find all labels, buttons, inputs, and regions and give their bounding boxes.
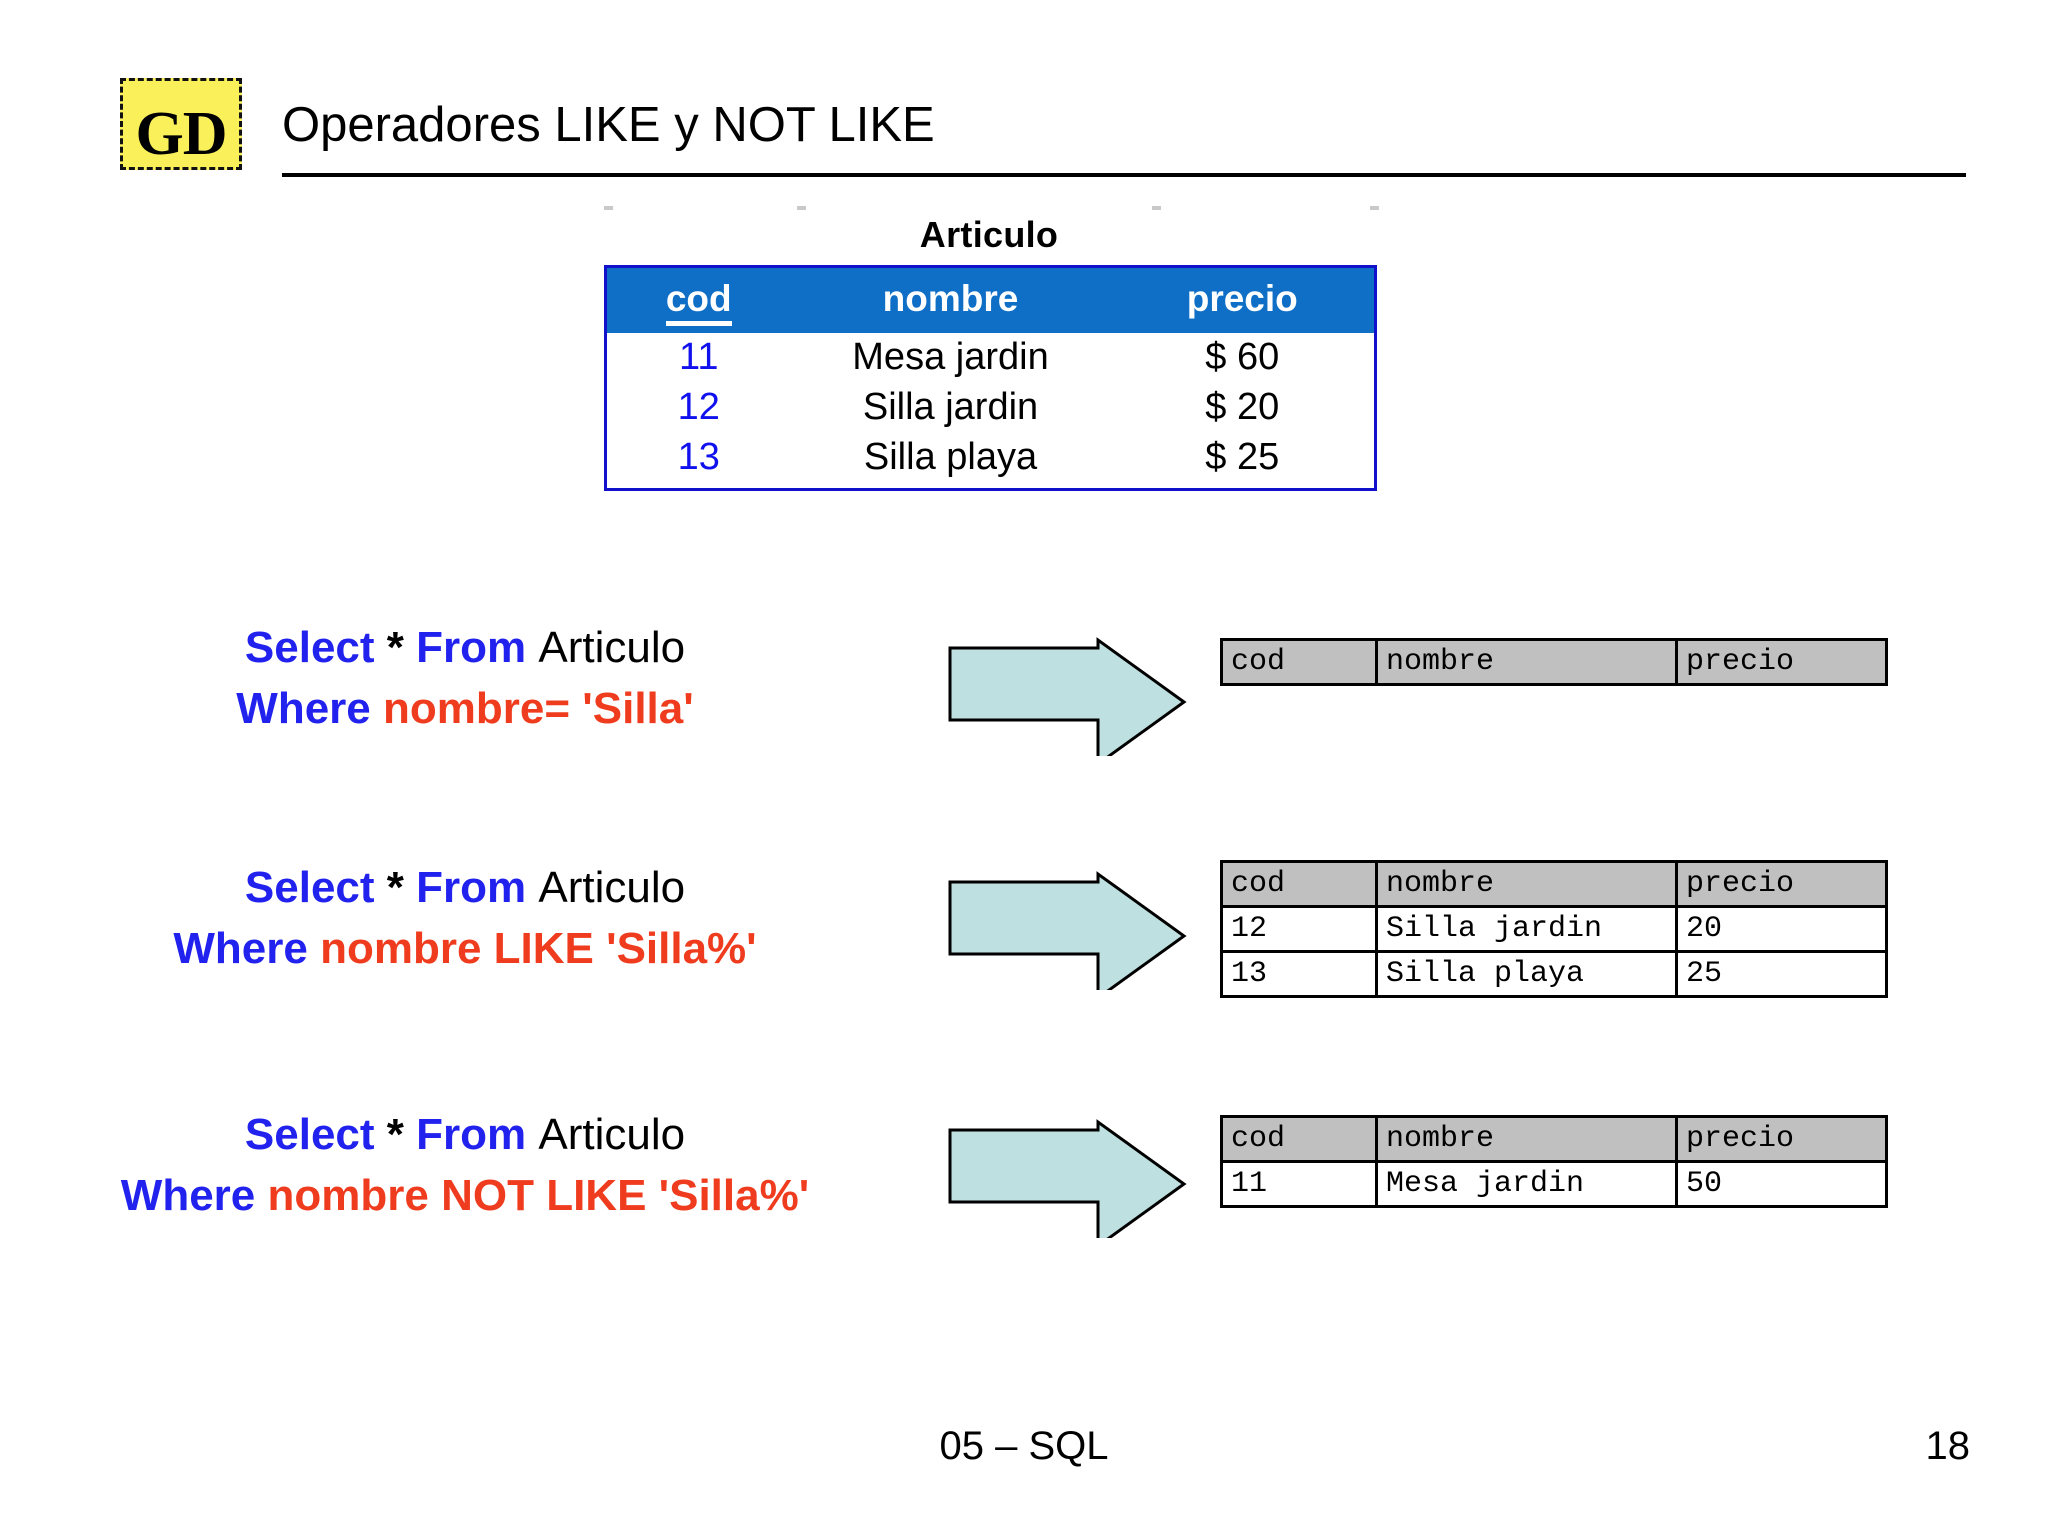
registration-tick — [1152, 206, 1161, 210]
slide-header: GD Operadores LIKE y NOT LIKE — [0, 0, 2048, 190]
result-col-nombre: nombre — [1375, 860, 1678, 908]
cell-nombre: Silla jardin — [790, 383, 1111, 433]
cell-cod: 12 — [1220, 905, 1378, 953]
cell-cod: 13 — [605, 433, 791, 490]
cell-cod: 12 — [605, 383, 791, 433]
table-name: Articulo — [538, 623, 686, 672]
result-col-nombre: nombre — [1375, 638, 1678, 686]
gd-logo: GD — [120, 78, 242, 170]
query-1-line2: Where nombre= 'Silla' — [0, 679, 930, 740]
query-3-line1: Select * From Articulo — [0, 1105, 930, 1166]
registration-tick — [604, 206, 613, 210]
arrow-2-icon — [948, 871, 1187, 990]
cell-precio: $ 20 — [1110, 383, 1376, 433]
star-token: * — [386, 863, 404, 912]
articulo-col-nombre: nombre — [790, 266, 1111, 333]
result-table-1: cod nombre precio — [1220, 638, 1888, 686]
header-divider — [282, 173, 1966, 177]
cell-nombre: Silla playa — [790, 433, 1111, 490]
page-title: Operadores LIKE y NOT LIKE — [282, 98, 935, 152]
arrow-3-icon — [948, 1119, 1187, 1238]
keyword-select: Select — [244, 623, 375, 672]
result-col-precio: precio — [1675, 638, 1888, 686]
query-1: Select * From Articulo Where nombre= 'Si… — [0, 618, 930, 739]
cell-precio: 25 — [1675, 950, 1888, 998]
table-row: 11 Mesa jardin $ 60 — [605, 333, 1376, 383]
cell-precio: $ 60 — [1110, 333, 1376, 383]
cell-precio: 20 — [1675, 905, 1888, 953]
articulo-header-row: cod nombre precio — [605, 266, 1376, 333]
table-name: Articulo — [538, 863, 686, 912]
query-1-line1: Select * From Articulo — [0, 618, 930, 679]
result-1-header-row: cod nombre precio — [1220, 638, 1888, 686]
result-col-precio: precio — [1675, 1115, 1888, 1163]
star-token: * — [386, 623, 404, 672]
articulo-caption: Articulo — [919, 214, 1059, 255]
query-3: Select * From Articulo Where nombre NOT … — [0, 1105, 930, 1226]
result-col-nombre: nombre — [1375, 1115, 1678, 1163]
footer-label: 05 – SQL — [939, 1424, 1109, 1468]
cell-nombre: Mesa jardin — [1375, 1160, 1678, 1208]
table-row: 12 Silla jardin 20 — [1220, 905, 1888, 953]
table-row: 12 Silla jardin $ 20 — [605, 383, 1376, 433]
cell-precio: $ 25 — [1110, 433, 1376, 490]
result-col-precio: precio — [1675, 860, 1888, 908]
result-col-cod: cod — [1220, 860, 1378, 908]
query-2: Select * From Articulo Where nombre LIKE… — [0, 858, 930, 979]
query-3-line2: Where nombre NOT LIKE 'Silla%' — [0, 1166, 930, 1227]
result-col-cod: cod — [1220, 1115, 1378, 1163]
keyword-from: From — [416, 863, 527, 912]
cell-cod: 13 — [1220, 950, 1378, 998]
table-row: 11 Mesa jardin 50 — [1220, 1160, 1888, 1208]
keyword-from: From — [416, 1110, 527, 1159]
query-2-line2: Where nombre LIKE 'Silla%' — [0, 919, 930, 980]
result-2-header-row: cod nombre precio — [1220, 860, 1888, 908]
table-name: Articulo — [538, 1110, 686, 1159]
result-3-header-row: cod nombre precio — [1220, 1115, 1888, 1163]
table-row: 13 Silla playa $ 25 — [605, 433, 1376, 490]
cell-cod: 11 — [1220, 1160, 1378, 1208]
cell-nombre: Mesa jardin — [790, 333, 1111, 383]
articulo-col-precio: precio — [1110, 266, 1376, 333]
logo-label: GD — [135, 100, 228, 169]
star-token: * — [386, 1110, 404, 1159]
result-table-2: cod nombre precio 12 Silla jardin 20 13 … — [1220, 860, 1888, 998]
keyword-select: Select — [244, 1110, 375, 1159]
where-condition: nombre LIKE 'Silla%' — [320, 923, 757, 973]
cell-nombre: Silla playa — [1375, 950, 1678, 998]
cell-cod: 11 — [605, 333, 791, 383]
articulo-table-container: Articulo cod nombre precio 11 Mesa jardi… — [604, 214, 1377, 491]
cell-precio: 50 — [1675, 1160, 1888, 1208]
query-2-line1: Select * From Articulo — [0, 858, 930, 919]
arrow-1-icon — [948, 637, 1187, 756]
table-row: 13 Silla playa 25 — [1220, 950, 1888, 998]
keyword-where: Where — [236, 683, 371, 733]
keyword-from: From — [416, 623, 527, 672]
registration-tick — [797, 206, 806, 210]
registration-tick — [1370, 206, 1379, 210]
result-table-3: cod nombre precio 11 Mesa jardin 50 — [1220, 1115, 1888, 1208]
cell-nombre: Silla jardin — [1375, 905, 1678, 953]
keyword-where: Where — [173, 923, 308, 973]
where-condition: nombre NOT LIKE 'Silla%' — [267, 1170, 810, 1220]
where-condition: nombre= 'Silla' — [383, 683, 694, 733]
page-number: 18 — [1925, 1424, 1971, 1468]
articulo-table: cod nombre precio 11 Mesa jardin $ 60 12… — [604, 265, 1377, 491]
articulo-col-cod: cod — [605, 266, 791, 333]
result-col-cod: cod — [1220, 638, 1378, 686]
keyword-select: Select — [244, 863, 375, 912]
keyword-where: Where — [120, 1170, 256, 1220]
